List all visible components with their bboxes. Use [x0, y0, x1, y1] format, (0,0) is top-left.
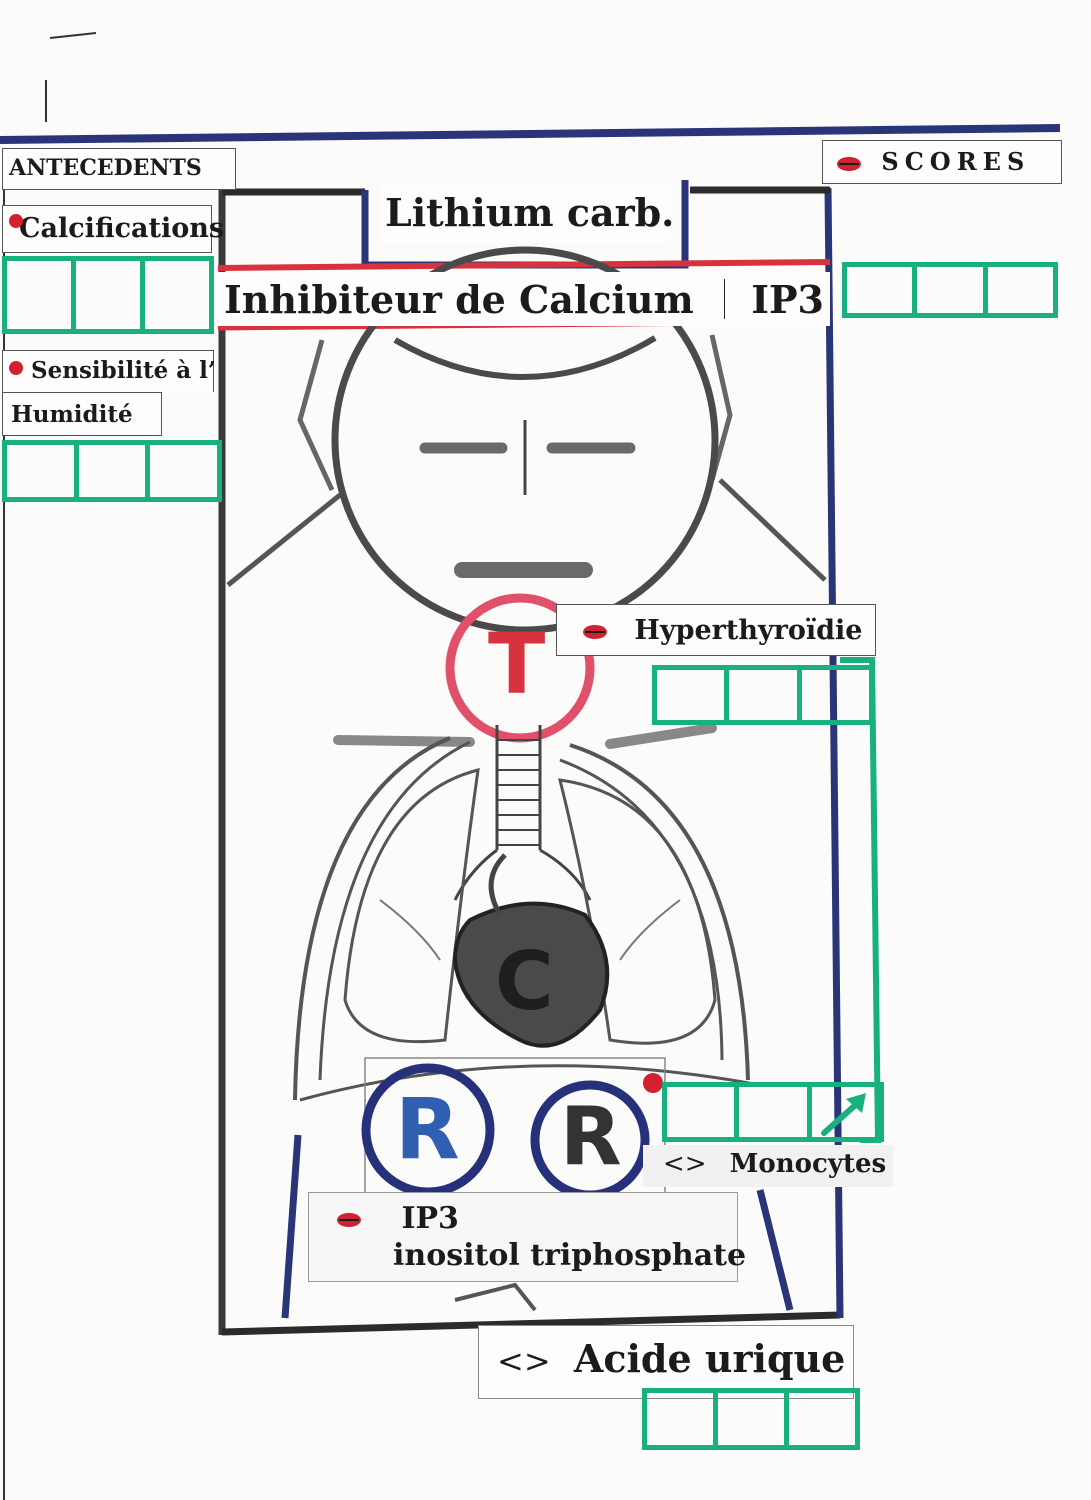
clavicle-right	[605, 723, 717, 749]
lithium-text: Lithium carb.	[385, 190, 675, 235]
acide-prefix: <>	[497, 1342, 551, 1380]
monocytes-label: <> Monocytes	[643, 1145, 893, 1187]
lung-right	[558, 778, 717, 1045]
score-cell[interactable]	[7, 261, 76, 329]
red-dot-icon	[643, 1073, 663, 1093]
antecedents-label: ANTECEDENTS	[2, 148, 236, 190]
corner-mark	[49, 32, 97, 39]
hyperthyroidie-label: Hyperthyroïdie	[556, 604, 876, 656]
score-cell[interactable]	[76, 261, 145, 329]
humidite-label: Humidité	[2, 392, 162, 436]
shoulder-left	[226, 493, 342, 587]
red-dot-icon	[9, 214, 23, 228]
score-grid-scores[interactable]	[842, 262, 1058, 318]
sensibilite-text: Sensibilité à l’	[31, 357, 216, 384]
ip3-bottom-text: IP3	[401, 1201, 459, 1236]
flank-right	[756, 1189, 794, 1311]
inositol-text: inositol triphosphate	[393, 1238, 747, 1273]
score-cell[interactable]	[150, 445, 217, 497]
heart	[452, 901, 610, 1048]
score-cell[interactable]	[729, 670, 802, 720]
thyroid-letter: T	[488, 615, 546, 713]
score-cell[interactable]	[657, 670, 730, 720]
ear-left	[297, 339, 335, 492]
red-band-top	[217, 259, 831, 271]
kidney-right-letter: R	[560, 1090, 622, 1183]
calcifications-label: Calcifications	[2, 205, 224, 253]
scores-label: SCORES	[822, 140, 1062, 184]
red-dot-icon	[9, 361, 23, 375]
arrow-up-right-icon	[820, 1093, 866, 1136]
lung-fissure-left	[379, 899, 441, 961]
hairline	[393, 335, 657, 380]
connector-line	[840, 657, 882, 1143]
acide-text: Acide urique	[573, 1336, 846, 1381]
lips-icon	[837, 156, 861, 171]
score-cell[interactable]	[718, 1393, 789, 1445]
score-cell[interactable]	[79, 445, 151, 497]
score-grid-monocytes[interactable]	[662, 1082, 884, 1142]
lithium-label: Lithium carb.	[380, 183, 674, 243]
label-divider	[723, 279, 726, 319]
score-cell[interactable]	[988, 267, 1053, 313]
lips-icon	[337, 1213, 361, 1227]
ip3-inositol-label: IP3 inositol triphosphate	[308, 1192, 747, 1282]
shoulder-right	[718, 478, 827, 582]
acide-urique-label: <> Acide urique	[478, 1325, 854, 1399]
lung-fissure-right	[619, 899, 681, 961]
top-border-line	[0, 124, 1061, 144]
hyperthyroidie-text: Hyperthyroïdie	[634, 615, 863, 646]
score-cell[interactable]	[802, 670, 869, 720]
score-cell[interactable]	[847, 267, 918, 313]
inhibiteur-label: Inhibiteur de Calcium IP3	[218, 272, 830, 326]
head-outline	[331, 246, 719, 634]
clavicle-left	[333, 735, 475, 747]
score-grid-calcifications[interactable]	[2, 256, 214, 334]
ip3-top-text: IP3	[751, 276, 824, 322]
score-cell[interactable]	[145, 261, 209, 329]
ribcage-left-inner	[318, 740, 471, 1081]
ear-right	[709, 334, 733, 481]
antecedents-text: ANTECEDENTS	[9, 155, 202, 181]
score-cell[interactable]	[917, 267, 988, 313]
calcifications-text: Calcifications	[19, 213, 225, 244]
lips-icon	[583, 624, 607, 639]
aorta	[488, 853, 507, 917]
score-cell[interactable]	[647, 1393, 718, 1445]
score-grid-acide-urique[interactable]	[642, 1388, 860, 1450]
scores-text: SCORES	[881, 147, 1031, 176]
kidney-left-letter: R	[395, 1080, 460, 1178]
frame-bottom	[221, 1311, 841, 1336]
monocytes-text: Monocytes	[729, 1149, 887, 1179]
ribcage-left-outer	[293, 736, 451, 1101]
frame-right	[824, 187, 844, 1319]
thyroid-ring	[445, 593, 595, 743]
monocytes-prefix: <>	[663, 1149, 707, 1179]
ribcage-right-outer	[569, 743, 750, 1081]
sensibilite-label: Sensibilité à l’	[2, 350, 216, 392]
diaphragm	[299, 1064, 761, 1102]
heart-letter: C	[495, 935, 554, 1028]
score-cell[interactable]	[789, 1393, 855, 1445]
score-grid-hyperthyroidie[interactable]	[652, 665, 874, 725]
trachea	[453, 725, 592, 901]
pelvis	[454, 1282, 537, 1312]
lung-left	[343, 767, 480, 1044]
flank-left	[281, 1134, 302, 1319]
score-cell[interactable]	[812, 1087, 879, 1137]
inhibiteur-text: Inhibiteur de Calcium	[224, 276, 694, 322]
humidite-text: Humidité	[11, 401, 133, 428]
score-cell[interactable]	[739, 1087, 812, 1137]
score-cell[interactable]	[667, 1087, 740, 1137]
score-cell[interactable]	[7, 445, 79, 497]
score-grid-humidite[interactable]	[2, 440, 222, 502]
